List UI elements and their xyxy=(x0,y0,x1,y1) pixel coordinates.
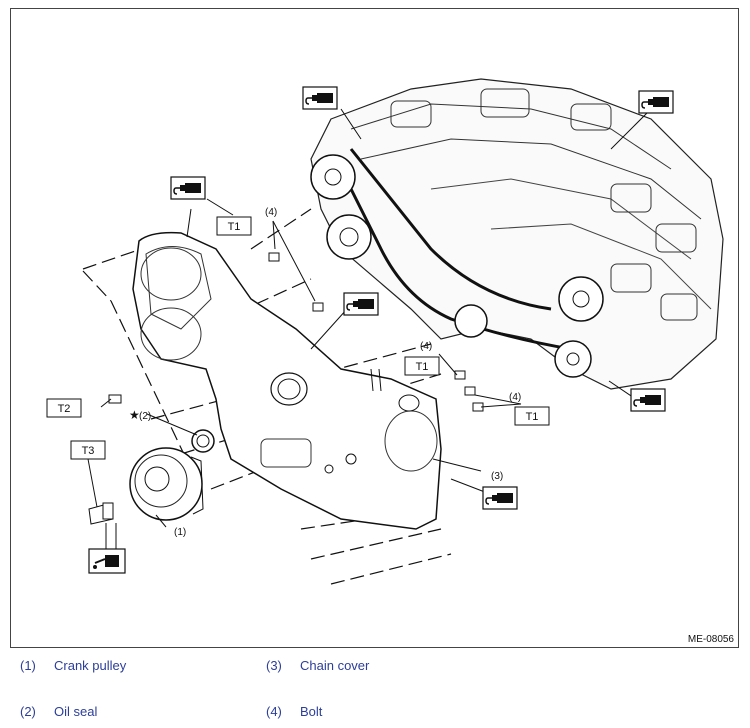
svg-text:T1: T1 xyxy=(416,361,429,373)
bolts xyxy=(108,252,484,412)
engine-diagram: T1 T1 T1 T2 T3 (4) (4) (4) ★ (2) (3) (1) xyxy=(46,78,724,585)
callout-4-right-a: (4) xyxy=(420,341,432,352)
callout-4-right-b: (4) xyxy=(509,392,521,403)
crank-bolt xyxy=(88,502,114,525)
callout-2: (2) xyxy=(139,411,151,422)
svg-text:T2: T2 xyxy=(58,403,71,415)
callout-4-top: (4) xyxy=(265,207,277,218)
oil-seal xyxy=(191,429,215,453)
legend-item-1: (1)Crank pulley xyxy=(20,658,127,673)
callout-3: (3) xyxy=(491,471,503,482)
svg-text:T1: T1 xyxy=(526,411,539,423)
oil-can-icon xyxy=(88,548,126,574)
figure-frame: T1 T1 T1 T2 T3 (4) (4) (4) ★ (2) (3) (1)… xyxy=(10,8,739,648)
torque-box-t1c: T1 xyxy=(514,406,550,426)
torque-box-t1a: T1 xyxy=(216,216,252,236)
figure-code: ME-08056 xyxy=(687,634,734,645)
leader-lines xyxy=(100,108,652,554)
legend-item-4: (4)Bolt xyxy=(266,704,323,719)
svg-text:T3: T3 xyxy=(82,445,95,457)
torque-box-t2: T2 xyxy=(46,398,82,418)
legend-item-2: (2)Oil seal xyxy=(20,704,98,719)
callout-star: ★ xyxy=(129,408,140,422)
svg-text:T1: T1 xyxy=(228,221,241,233)
legend-item-3: (3)Chain cover xyxy=(266,658,370,673)
crank-pulley xyxy=(129,447,204,521)
torque-box-t3: T3 xyxy=(70,440,106,460)
engine-block xyxy=(310,78,724,390)
chain-cover xyxy=(132,231,442,530)
callout-1: (1) xyxy=(174,527,186,538)
torque-box-t1b: T1 xyxy=(404,356,440,376)
